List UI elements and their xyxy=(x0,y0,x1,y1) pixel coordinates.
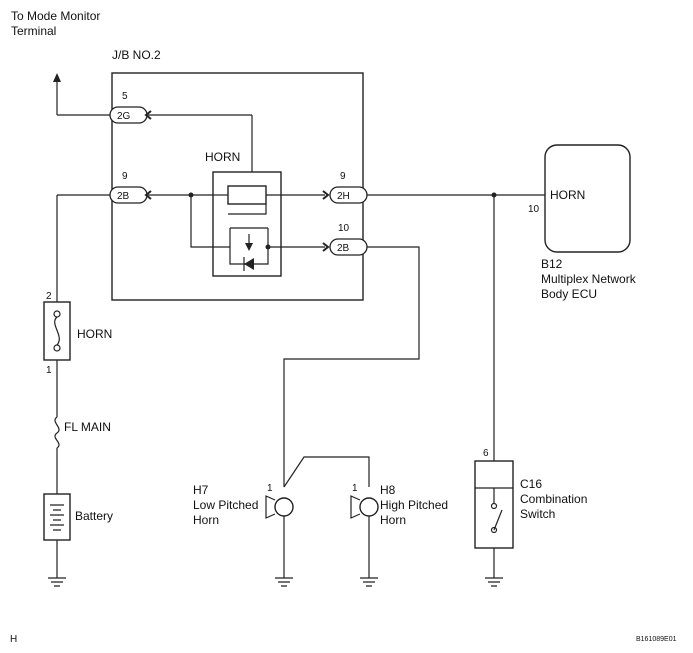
fuse-terminal-top xyxy=(53,310,61,318)
fuse-element-icon xyxy=(54,316,60,346)
fuse-horn-label: HORN xyxy=(77,327,112,341)
ground-icon-switch xyxy=(485,577,503,587)
connector-2g-label: 2G xyxy=(117,111,131,122)
jb-title: J/B NO.2 xyxy=(112,48,161,62)
wire-2b-to-low-horn xyxy=(283,246,420,487)
battery-cells-icon xyxy=(50,504,64,531)
pin-2b-left: 9 xyxy=(122,171,128,182)
switch-contact-top xyxy=(490,502,498,510)
corner-label-right: B161089E01 xyxy=(636,636,677,643)
ground-icon-high-horn xyxy=(360,577,378,587)
h8-name-line2: Horn xyxy=(380,513,406,527)
relay-coil xyxy=(227,185,267,205)
c16-pin: 6 xyxy=(483,448,489,459)
h7-name-line2: Horn xyxy=(193,513,219,527)
high-horn-bell-icon xyxy=(350,495,361,519)
connector-2b-right-terminal-icon xyxy=(322,242,330,252)
coil-return xyxy=(228,204,267,215)
diode-icon xyxy=(244,258,254,270)
ground-icon-low-horn xyxy=(275,577,293,587)
horn-relay xyxy=(212,171,282,277)
mode-monitor-arrow-icon xyxy=(53,73,61,82)
connector-2g-terminal-icon xyxy=(144,110,152,120)
ecu-name-line1: Multiplex Network xyxy=(541,272,637,286)
connector-2b-left-terminal-icon xyxy=(144,190,152,200)
connector-2h-terminal-icon xyxy=(322,190,330,200)
jb-to-contact-wire xyxy=(190,195,230,248)
multiplex-network-body-ecu xyxy=(544,144,631,253)
h8-pin: 1 xyxy=(352,483,358,494)
h7-pin: 1 xyxy=(267,483,273,494)
pin-ecu: 10 xyxy=(528,204,540,215)
pin-2b-right: 10 xyxy=(338,223,350,234)
high-horn-icon xyxy=(359,497,379,517)
mode-monitor-label-line2: Terminal xyxy=(11,24,56,38)
fl-main-fusible-link-icon xyxy=(54,416,60,449)
h8-name-line1: High Pitched xyxy=(380,498,448,512)
pin-2h: 9 xyxy=(340,171,346,182)
c16-code: C16 xyxy=(520,477,542,491)
corner-label-left: H xyxy=(10,634,17,645)
c16-name-line2: Switch xyxy=(520,507,555,521)
connector-2b-left-label: 2B xyxy=(117,191,130,202)
ecu-horn-label: HORN xyxy=(550,188,585,202)
junction-block-2 xyxy=(111,72,364,301)
h8-code: H8 xyxy=(380,483,396,497)
fuse-pin-bottom: 1 xyxy=(46,365,52,376)
ecu-name-line2: Body ECU xyxy=(541,287,597,301)
low-horn-icon xyxy=(274,497,294,517)
h7-code: H7 xyxy=(193,483,209,497)
fuse-terminal-bottom xyxy=(53,344,61,352)
relay-horn-label: HORN xyxy=(205,150,240,164)
relay-armature-arrow-icon xyxy=(245,243,253,251)
ecu-code: B12 xyxy=(541,257,563,271)
low-horn-bell-icon xyxy=(265,495,276,519)
pin-2g: 5 xyxy=(122,91,128,102)
h7-name-line1: Low Pitched xyxy=(193,498,258,512)
battery-label: Battery xyxy=(75,509,113,523)
wire-low-to-high-horn xyxy=(283,456,370,488)
connector-2h-label: 2H xyxy=(337,191,350,202)
mode-monitor-label-line1: To Mode Monitor xyxy=(11,9,100,23)
battery xyxy=(43,493,71,541)
c16-name-line1: Combination xyxy=(520,492,587,506)
switch-lever-icon xyxy=(493,509,503,531)
fuse-pin-top: 2 xyxy=(46,291,52,302)
fl-main-label: FL MAIN xyxy=(64,420,111,434)
ground-icon-battery xyxy=(48,577,66,587)
connector-2b-right-label: 2B xyxy=(337,243,350,254)
